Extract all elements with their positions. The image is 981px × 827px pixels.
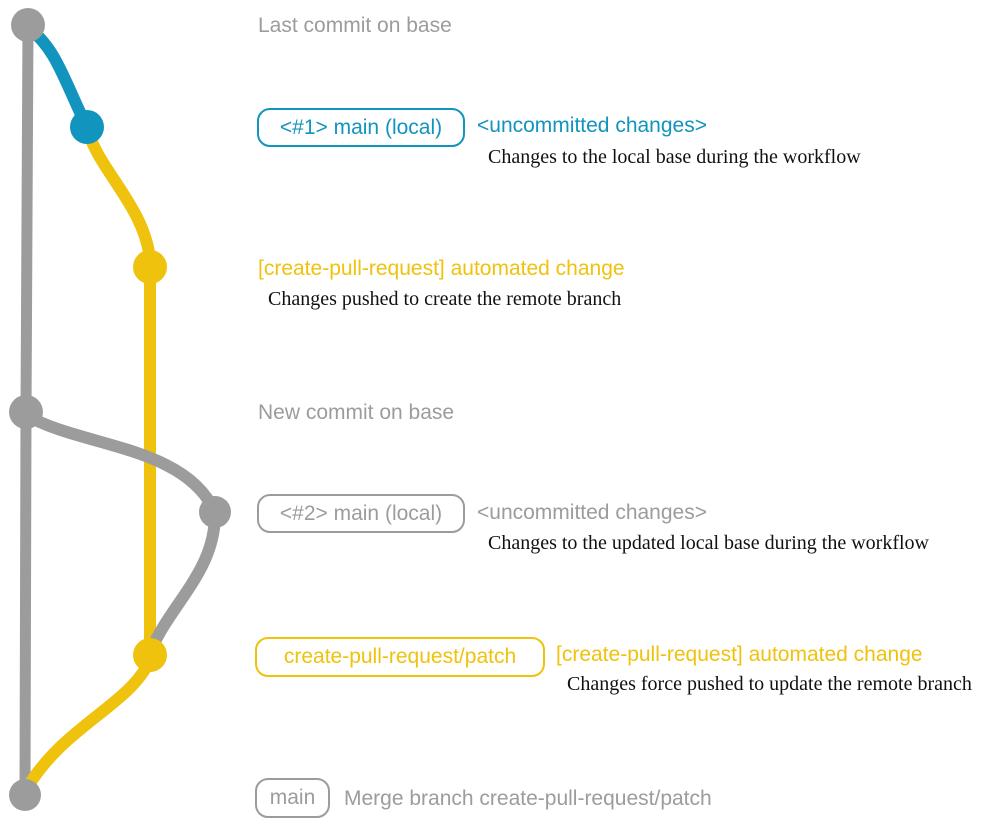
- branch-badge-label: <#2> main (local): [279, 501, 443, 525]
- commit-node-local-changes-1: [70, 110, 104, 144]
- note-updated-local-base-changes: Changes to the updated local base during…: [488, 532, 929, 554]
- label-automated-change-1: [create-pull-request] automated change: [258, 257, 625, 280]
- uncommitted-changes-edge-1: [22, 21, 93, 133]
- label-new-commit-on-base: New commit on base: [258, 401, 455, 424]
- branch-badge-label: main: [269, 786, 316, 809]
- label-merge-branch: Merge branch create-pull-request/patch: [344, 787, 712, 810]
- label-uncommitted-changes-1: <uncommitted changes>: [477, 114, 707, 137]
- branch-badge-label: <#1> main (local): [279, 115, 443, 139]
- branch-badge-label: create-pull-request/patch: [283, 645, 517, 668]
- commit-node-last-base: [11, 8, 45, 42]
- label-automated-change-2: [create-pull-request] automated change: [556, 643, 923, 666]
- note-changes-pushed: Changes pushed to create the remote bran…: [268, 288, 622, 310]
- branch-badge-main-local-1: <#1> main (local): [257, 108, 465, 147]
- commit-node-local-changes-2: [199, 496, 231, 528]
- label-uncommitted-changes-2: <uncommitted changes>: [477, 501, 707, 524]
- commit-node-automated-change-1: [133, 250, 167, 284]
- commit-node-merge: [9, 779, 41, 811]
- branch-badge-create-pull-request-patch: create-pull-request/patch: [255, 637, 545, 677]
- commit-node-new-base: [9, 395, 43, 429]
- branch-badge-main: main: [255, 778, 330, 818]
- updated-base-edge-1: [20, 409, 221, 518]
- patch-branch-create-edge: [81, 121, 156, 273]
- note-changes-force-pushed: Changes force pushed to update the remot…: [567, 673, 972, 695]
- commit-node-automated-change-2: [133, 638, 167, 672]
- updated-base-edge-2: [145, 506, 222, 656]
- patch-branch-merge-edge: [21, 654, 156, 794]
- branch-badge-main-local-2: <#2> main (local): [257, 494, 465, 533]
- label-last-commit-on-base: Last commit on base: [258, 14, 452, 37]
- note-local-base-changes: Changes to the local base during the wor…: [488, 146, 861, 168]
